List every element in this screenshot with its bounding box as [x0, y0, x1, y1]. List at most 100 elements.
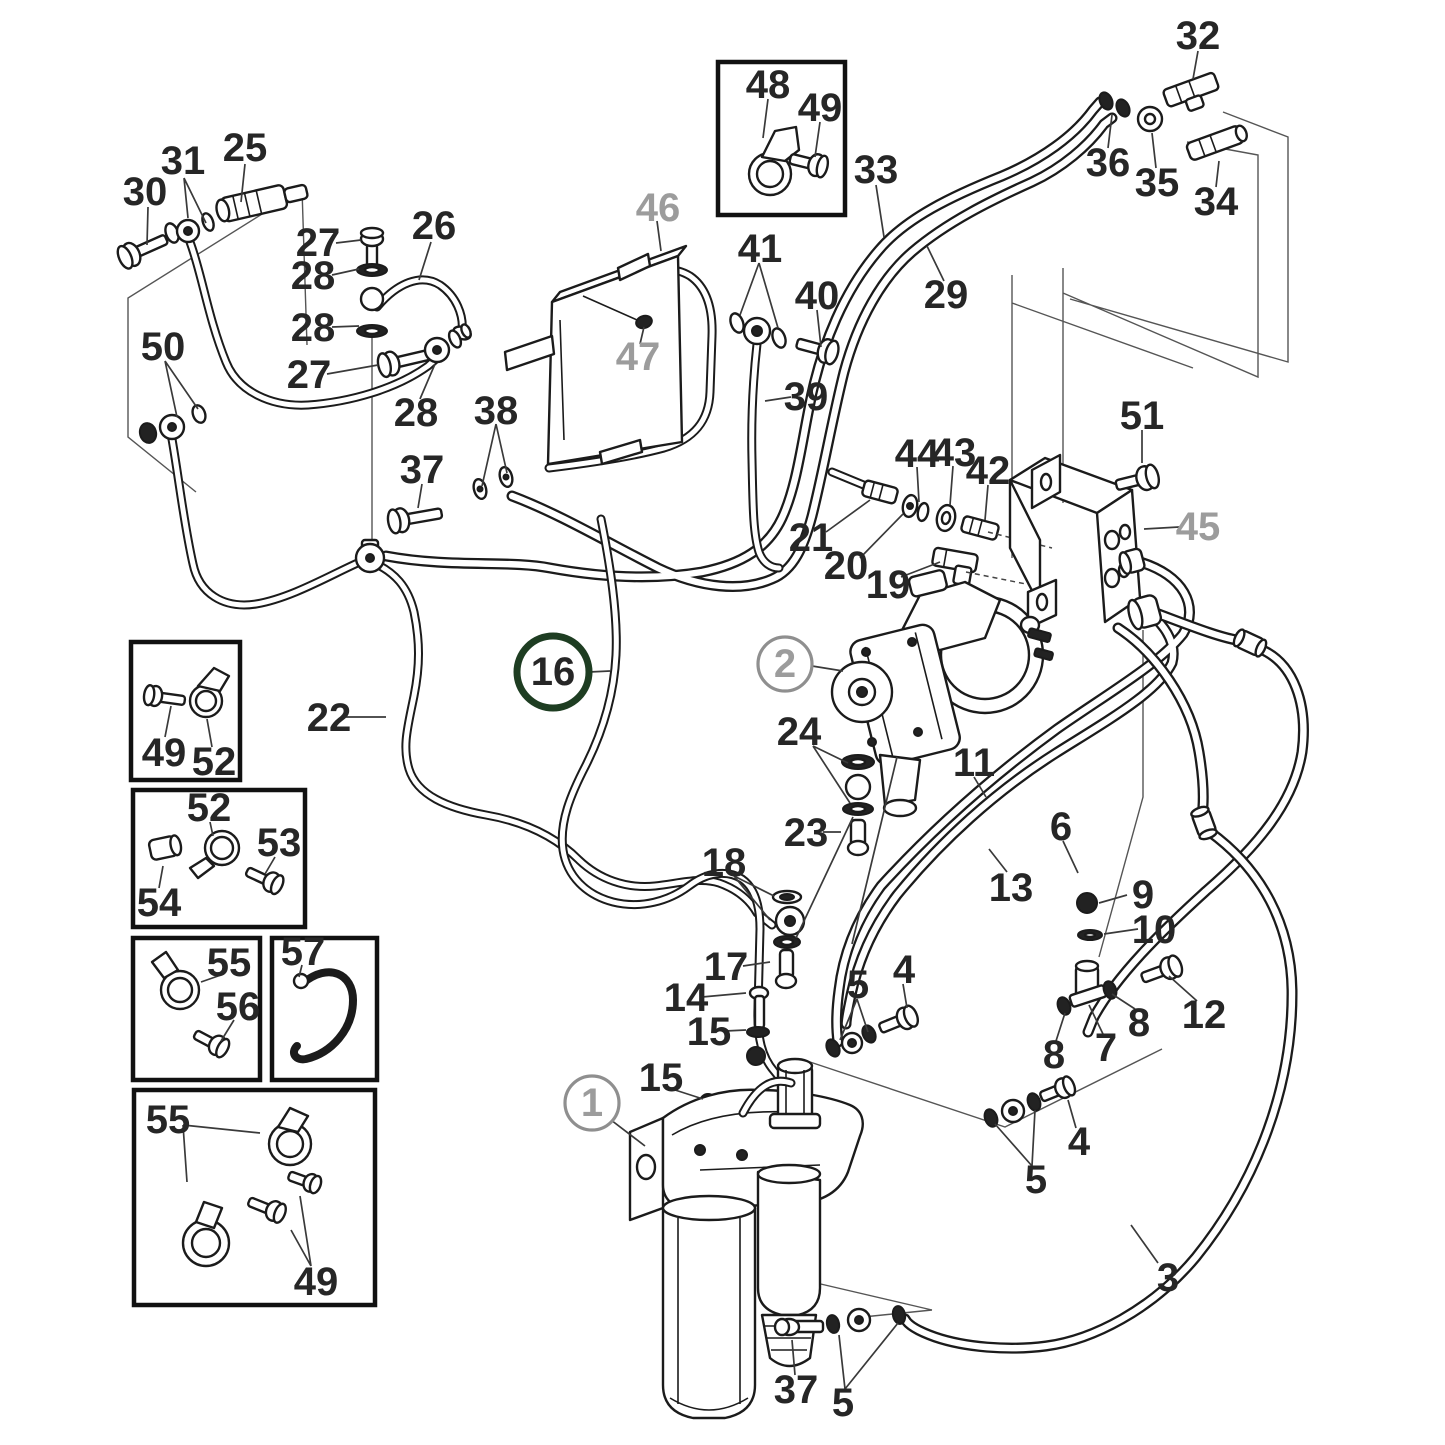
- svg-text:41: 41: [738, 227, 783, 271]
- svg-text:42: 42: [966, 449, 1011, 493]
- svg-text:49: 49: [294, 1260, 339, 1304]
- callout-5: 5: [832, 1381, 854, 1425]
- hose-cap-lower: [1127, 594, 1163, 631]
- washer-31b: [201, 212, 215, 232]
- tee-32: [1162, 71, 1220, 112]
- inset-box-57: [269, 935, 380, 1083]
- bolt-27-lower: [376, 349, 431, 379]
- inset-boxes: [128, 59, 848, 1308]
- callout-50: 50: [141, 325, 186, 369]
- svg-text:55: 55: [146, 1098, 191, 1142]
- svg-text:31: 31: [161, 139, 206, 183]
- callout-31: 31: [161, 139, 206, 183]
- svg-text:21: 21: [789, 516, 834, 560]
- fittings-row-19-21-42-44: [827, 467, 1053, 589]
- seal-stack-23-24: [841, 754, 875, 857]
- callout-22: 22: [307, 696, 352, 740]
- callout-43: 43: [932, 431, 977, 475]
- callout-8: 8: [1043, 1033, 1065, 1077]
- svg-text:4: 4: [1068, 1120, 1091, 1164]
- callout-42: 42: [966, 449, 1011, 493]
- callout-9: 9: [1132, 873, 1154, 917]
- callout-21: 21: [789, 516, 834, 560]
- svg-text:5: 5: [1025, 1158, 1047, 1202]
- callout-28: 28: [291, 254, 336, 298]
- nipple-34: [1185, 124, 1248, 161]
- injection-pump: [830, 569, 1054, 818]
- svg-text:22: 22: [307, 696, 352, 740]
- callout-5: 5: [1025, 1158, 1047, 1202]
- svg-text:38: 38: [474, 389, 519, 433]
- bolt-49-inset: [788, 153, 830, 179]
- clamp-52-inset2: [147, 829, 285, 896]
- clamp-48: [747, 125, 801, 197]
- callout-34: 34: [1194, 180, 1239, 224]
- sleeve-hose-6: [1232, 628, 1268, 658]
- plug-23: [846, 818, 870, 857]
- svg-text:53: 53: [257, 821, 302, 865]
- callout-41: 41: [738, 227, 783, 271]
- bolt-17: [774, 948, 798, 990]
- svg-text:36: 36: [1086, 141, 1131, 185]
- sleeve-hose-3: [1190, 805, 1218, 841]
- hose-3: [899, 826, 1298, 1354]
- washer-36: [1098, 91, 1114, 111]
- callout-2: 2: [756, 635, 814, 693]
- bracket-45: [1008, 453, 1163, 631]
- clamp-52-inset1: [142, 666, 231, 719]
- svg-text:6: 6: [1050, 805, 1072, 849]
- callout-37: 37: [774, 1368, 819, 1412]
- svg-text:5: 5: [832, 1381, 854, 1425]
- inset-box-49-52: [128, 639, 243, 783]
- svg-text:50: 50: [141, 325, 186, 369]
- svg-text:14: 14: [664, 976, 709, 1020]
- callout-27: 27: [287, 353, 332, 397]
- callout-8: 8: [1128, 1001, 1150, 1045]
- svg-text:1: 1: [581, 1081, 603, 1125]
- callout-28: 28: [291, 306, 336, 350]
- callout-4: 4: [1068, 1120, 1091, 1164]
- svg-text:43: 43: [932, 431, 977, 475]
- svg-text:2: 2: [774, 642, 796, 686]
- svg-text:35: 35: [1135, 161, 1180, 205]
- callout-49: 49: [142, 731, 187, 775]
- svg-text:15: 15: [639, 1056, 684, 1100]
- svg-text:7: 7: [1095, 1026, 1117, 1070]
- callout-12: 12: [1182, 993, 1227, 1037]
- nipple-42: [960, 515, 1000, 541]
- callout-36: 36: [1086, 141, 1131, 185]
- svg-text:3: 3: [1157, 1256, 1179, 1300]
- bolt-14: [748, 985, 770, 1030]
- hose-26: [372, 275, 467, 337]
- svg-text:57: 57: [281, 930, 326, 974]
- svg-text:8: 8: [1043, 1033, 1065, 1077]
- svg-text:32: 32: [1176, 14, 1221, 58]
- callout-49: 49: [294, 1260, 339, 1304]
- banjo-18-group: [699, 889, 806, 1111]
- callout-55: 55: [207, 941, 252, 985]
- svg-text:30: 30: [123, 170, 168, 214]
- pipes-and-hoses: [165, 96, 1309, 1354]
- svg-text:37: 37: [400, 448, 445, 492]
- svg-text:52: 52: [187, 786, 232, 830]
- callout-25: 25: [223, 126, 268, 170]
- svg-text:25: 25: [223, 126, 268, 170]
- svg-text:56: 56: [216, 985, 261, 1029]
- banjo-fitting-upper-left: [116, 183, 309, 270]
- bolt-37: [386, 507, 444, 535]
- callout-11: 11: [953, 741, 995, 785]
- callout-19: 19: [866, 563, 911, 607]
- nipple-21: [861, 479, 899, 505]
- callout-4: 4: [893, 948, 916, 992]
- callout-53: 53: [257, 821, 302, 865]
- callout-17: 17: [704, 945, 749, 989]
- callout-20: 20: [824, 544, 869, 588]
- washer-36b: [1115, 98, 1131, 118]
- callout-38: 38: [474, 389, 519, 433]
- callout-45: 45: [1176, 505, 1221, 549]
- guide-panels: [127, 111, 1289, 1318]
- callout-49: 49: [798, 86, 843, 130]
- bolt-40: [795, 337, 840, 366]
- ball-9: [1076, 892, 1098, 914]
